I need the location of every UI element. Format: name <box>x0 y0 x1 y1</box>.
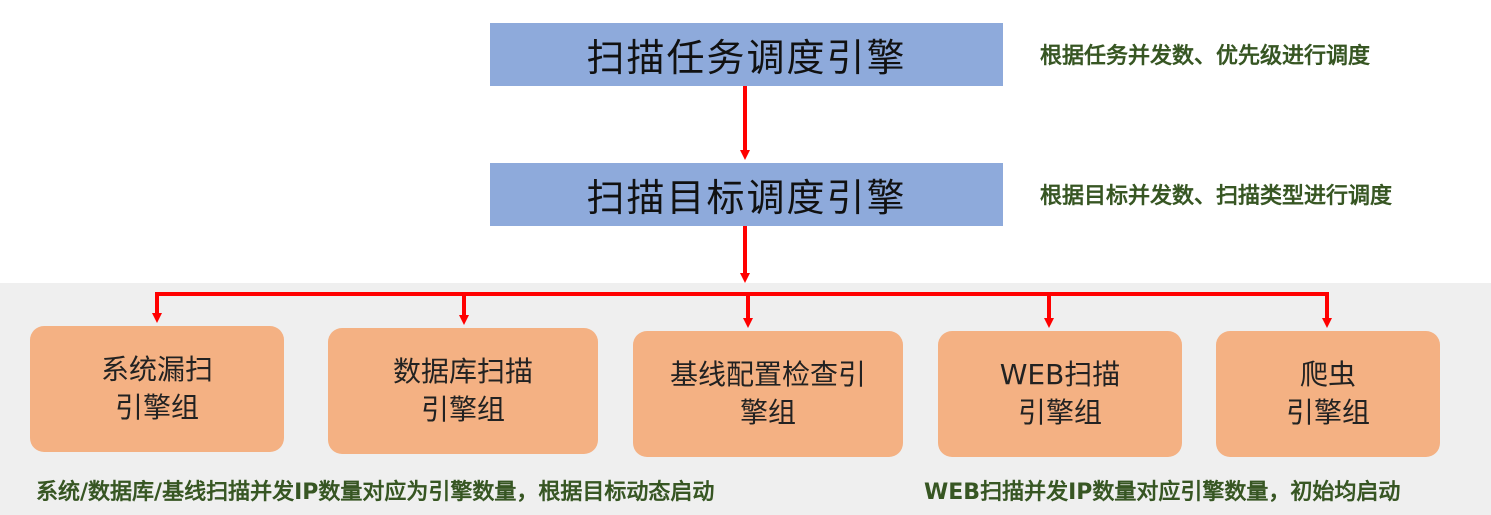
target-scheduling-engine: 扫描目标调度引擎 <box>490 163 1003 226</box>
footnote-right: WEB扫描并发IP数量对应引擎数量，初始均启动 <box>924 480 1401 505</box>
group-label-line2: 引擎组 <box>420 393 505 426</box>
group-label-line1: 爬虫 <box>1299 358 1356 391</box>
system-vuln-scan-engine-group: 系统漏扫 引擎组 <box>30 326 284 452</box>
group-label-line2: 引擎组 <box>1017 396 1102 429</box>
group-label-line1: 数据库扫描 <box>392 355 533 388</box>
database-scan-engine-group: 数据库扫描 引擎组 <box>328 328 598 454</box>
group-label-line2: 擎组 <box>739 396 796 429</box>
group-label-line1: 基线配置检查引 <box>669 358 866 391</box>
task-engine-note: 根据任务并发数、优先级进行调度 <box>1040 44 1371 69</box>
web-scan-engine-group: WEB扫描 引擎组 <box>938 331 1182 457</box>
footnote-left: 系统/数据库/基线扫描并发IP数量对应为引擎数量，根据目标动态启动 <box>36 480 715 505</box>
target-engine-note: 根据目标并发数、扫描类型进行调度 <box>1040 184 1393 209</box>
crawler-engine-group: 爬虫 引擎组 <box>1216 331 1440 457</box>
task-scheduling-engine: 扫描任务调度引擎 <box>490 23 1003 86</box>
target-scheduling-engine-label: 扫描目标调度引擎 <box>586 176 907 220</box>
baseline-config-check-engine-group: 基线配置检查引 擎组 <box>633 331 903 457</box>
task-scheduling-engine-label: 扫描任务调度引擎 <box>586 36 907 80</box>
group-label-line1: WEB扫描 <box>999 358 1121 391</box>
group-label-line1: 系统漏扫 <box>100 353 213 386</box>
group-label-line2: 引擎组 <box>1285 396 1370 429</box>
group-label-line2: 引擎组 <box>114 391 199 424</box>
